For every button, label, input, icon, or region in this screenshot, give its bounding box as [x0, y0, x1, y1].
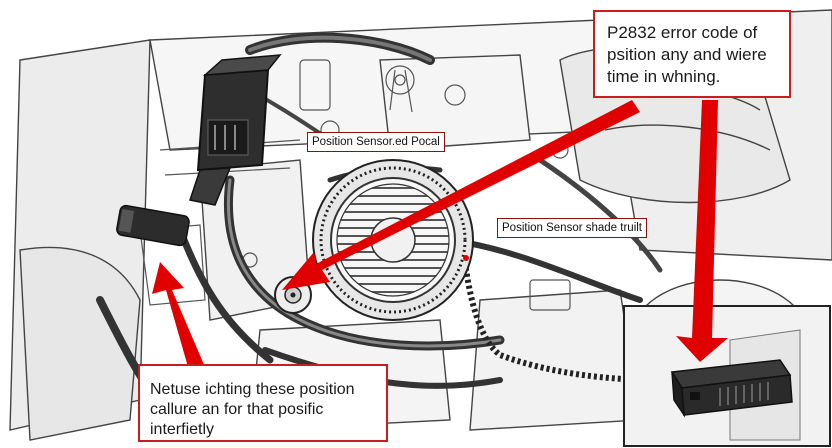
arrow-to-hose-fitting: [152, 262, 208, 374]
note-line-1: Netuse ichting these position: [150, 381, 355, 398]
hose-fitting: [116, 204, 190, 247]
note-line-3: interfietly: [150, 421, 215, 438]
note-line-2: callure an for that posific: [150, 401, 324, 418]
engine-hoses: [96, 32, 663, 424]
sensor-harness: [462, 261, 681, 384]
sensor-shade-label: Position Sensor shade truilt: [497, 218, 647, 238]
sensor-ring-icon: [312, 159, 474, 321]
error-code-callout: P2832 error code of psition any and wier…: [593, 10, 791, 98]
error-code-line-2: psition any and wiere: [607, 45, 767, 64]
arrow-to-module: [676, 100, 728, 362]
arrow-to-sensor-cap: [282, 100, 640, 290]
connector-plug-icon: [189, 54, 282, 206]
pointer-arrows: [152, 100, 728, 374]
sensor-pedal-label: Position Sensor.ed Pocal: [307, 132, 445, 152]
inspection-note-callout: Netuse ichting these position callure an…: [138, 364, 388, 442]
module-inset: [623, 305, 831, 447]
error-code-line-3: time in whning.: [607, 67, 721, 86]
error-code-line-1: P2832 error code of: [607, 23, 758, 42]
control-module-icon: [670, 359, 793, 418]
